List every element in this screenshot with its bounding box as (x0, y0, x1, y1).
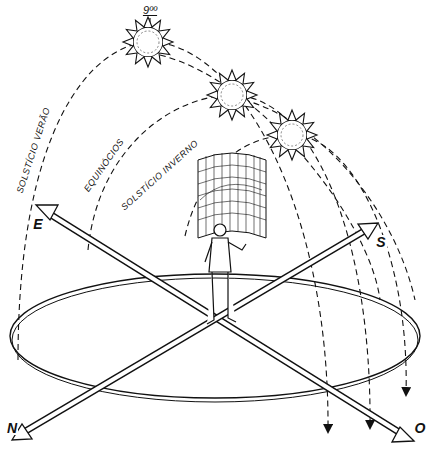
path-label: EQUINÓCIOS (82, 136, 126, 194)
compass-letter: N (6, 421, 18, 435)
compass-letter: S (375, 235, 386, 249)
compass-letter: O (414, 421, 427, 435)
compass-letter: E (32, 217, 43, 231)
hour-label: 9ºº (143, 5, 157, 16)
path-label: SOLSTÍCIO INVERNO (119, 138, 201, 213)
